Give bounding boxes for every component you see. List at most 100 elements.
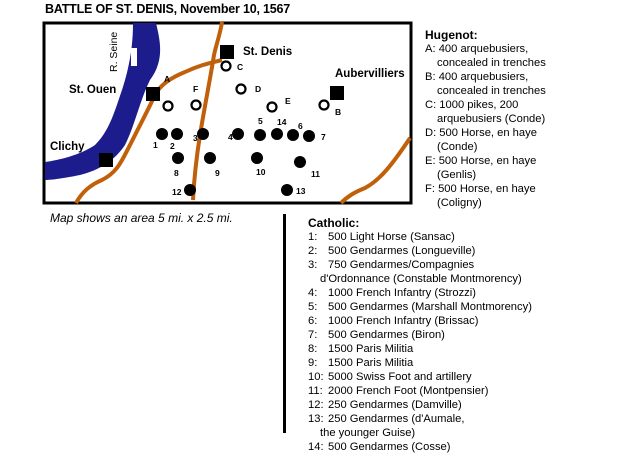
legend-key: A: — [425, 43, 436, 55]
map-title: BATTLE OF ST. DENIS, November 10, 1567 — [45, 2, 291, 16]
legend-text-continued: (Coligny) — [437, 197, 482, 209]
legend-key: 11: — [308, 385, 323, 397]
town-aubervilliers — [330, 86, 344, 100]
marker-label-b: B — [335, 107, 341, 117]
catholic-unit-1 — [156, 128, 168, 140]
catholic-legend-item: 7: 500 Gendarmes (Biron) — [308, 328, 532, 342]
road-north-south — [191, 21, 224, 201]
huguenot-legend: Hugenot: A: 400 arquebusiers,concealed i… — [425, 28, 546, 210]
huguenot-heading: Hugenot: — [425, 28, 478, 42]
catholic-unit-4 — [232, 128, 244, 140]
legend-key: 10: — [308, 371, 324, 383]
huguenot-unit-a — [162, 100, 174, 112]
legend-key: 2: — [308, 245, 318, 257]
legend-text-continued: concealed in trenches — [437, 85, 546, 97]
town-st-denis — [220, 45, 234, 59]
legend-key: 6: — [308, 315, 318, 327]
town-clichy — [99, 153, 113, 167]
legend-key: E: — [425, 155, 436, 167]
marker-label-1: 1 — [153, 140, 158, 150]
legend-text: 1000 French Infantry (Brissac) — [328, 315, 479, 327]
huguenot-unit-b — [318, 99, 330, 111]
road-east — [339, 136, 412, 205]
catholic-legend-item: 9: 1500 Paris Militia — [308, 356, 532, 370]
catholic-legend-item: 11:2000 French Foot (Montpensier) — [308, 384, 532, 398]
label-st-ouen: St. Ouen — [69, 84, 116, 96]
legend-text: 750 Gendarmes/Compagnies — [328, 259, 475, 271]
legend-text: 500 Horse, en haye — [439, 127, 537, 139]
legend-key: 5: — [308, 301, 318, 313]
marker-label-c: C — [237, 62, 243, 72]
map-scale-note: Map shows an area 5 mi. x 2.5 mi. — [50, 211, 233, 225]
marker-label-6: 6 — [298, 121, 303, 131]
marker-label-10: 10 — [256, 167, 266, 177]
legend-text-continued: arquebusiers (Conde) — [437, 113, 546, 125]
huguenot-unit-d — [235, 83, 247, 95]
legend-text: 5000 Swiss Foot and artillery — [328, 371, 472, 383]
legend-key: F: — [425, 183, 435, 195]
legend-text: 250 Gendarmes (d'Aumale, — [328, 413, 465, 425]
catholic-legend-bar — [283, 214, 286, 433]
legend-text: 500 Gendarmes (Longueville) — [328, 245, 476, 257]
legend-key: 12: — [308, 399, 324, 411]
catholic-legend-item: 12: 250 Gendarmes (Damville) — [308, 398, 532, 412]
legend-key: 4: — [308, 287, 318, 299]
catholic-legend-item: 3:750 Gendarmes/Compagnies — [308, 258, 532, 272]
river-island — [131, 48, 137, 66]
road-west — [74, 58, 223, 204]
legend-key: D: — [425, 127, 437, 139]
marker-label-7: 7 — [321, 132, 326, 142]
marker-label-14: 14 — [277, 117, 287, 127]
marker-label-11: 11 — [311, 169, 320, 179]
marker-label-5: 5 — [258, 116, 263, 126]
catholic-legend-item: 8: 1500 Paris Militia — [308, 342, 532, 356]
catholic-legend-item: 10: 5000 Swiss Foot and artillery — [308, 370, 532, 384]
legend-key: 9: — [308, 357, 318, 369]
marker-label-f: F — [193, 84, 198, 94]
legend-key: B: — [425, 71, 436, 83]
catholic-legend-item: 5:500 Gendarmes (Marshall Montmorency) — [308, 300, 532, 314]
huguenot-legend-item: C: 1000 pikes, 200 — [425, 98, 546, 112]
catholic-legend-item: 6: 1000 French Infantry (Brissac) — [308, 314, 532, 328]
legend-text: 1000 pikes, 200 — [439, 99, 519, 111]
marker-label-d: D — [255, 84, 261, 94]
huguenot-unit-c — [220, 60, 232, 72]
legend-text-continued: d'Ordonnance (Constable Montmorency) — [320, 273, 522, 285]
marker-label-9: 9 — [215, 168, 220, 178]
marker-label-2: 2 — [170, 141, 175, 151]
marker-label-e: E — [285, 96, 291, 106]
legend-key: C: — [425, 99, 437, 111]
catholic-legend: Catholic: 1:500 Light Horse (Sansac)2: 50… — [308, 216, 532, 454]
catholic-unit-10 — [251, 152, 263, 164]
catholic-unit-6 — [287, 129, 299, 141]
legend-text-continued: concealed in trenches — [437, 57, 546, 69]
legend-text: 500 Light Horse (Sansac) — [328, 231, 455, 243]
legend-key: 8: — [308, 343, 318, 355]
catholic-legend-item: 4: 1000 French Infantry (Strozzi) — [308, 286, 532, 300]
label-river-seine: R. Seine — [108, 32, 120, 72]
catholic-unit-13 — [281, 184, 293, 196]
huguenot-legend-item: B: 400 arquebusiers, — [425, 70, 546, 84]
legend-key: 13: — [308, 413, 324, 425]
map-frame — [42, 21, 413, 205]
legend-text: 250 Gendarmes (Damville) — [328, 399, 462, 411]
label-clichy: Clichy — [50, 141, 85, 153]
catholic-heading: Catholic: — [308, 216, 360, 230]
catholic-legend-item: 13: 250 Gendarmes (d'Aumale, — [308, 412, 532, 426]
legend-text: 1000 French Infantry (Strozzi) — [328, 287, 476, 299]
huguenot-unit-e — [266, 101, 278, 113]
legend-text-continued: the younger Guise) — [320, 427, 416, 439]
catholic-legend-item: 1:500 Light Horse (Sansac) — [308, 230, 532, 244]
catholic-units — [156, 128, 315, 196]
catholic-legend-item: 14:500 Gendarmes (Cosse) — [308, 440, 532, 454]
catholic-unit-11 — [294, 156, 306, 168]
label-aubervilliers: Aubervilliers — [335, 68, 405, 80]
catholic-unit-14 — [271, 128, 283, 140]
legend-text: 500 Horse, en haye — [438, 155, 537, 167]
legend-key: 7: — [308, 329, 318, 341]
legend-text: 1500 Paris Militia — [328, 343, 414, 355]
legend-text: 500 Gendarmes (Biron) — [328, 329, 445, 341]
label-st-denis: St. Denis — [243, 46, 292, 58]
legend-text: 1500 Paris Militia — [328, 357, 414, 369]
legend-key: 14: — [308, 441, 324, 453]
